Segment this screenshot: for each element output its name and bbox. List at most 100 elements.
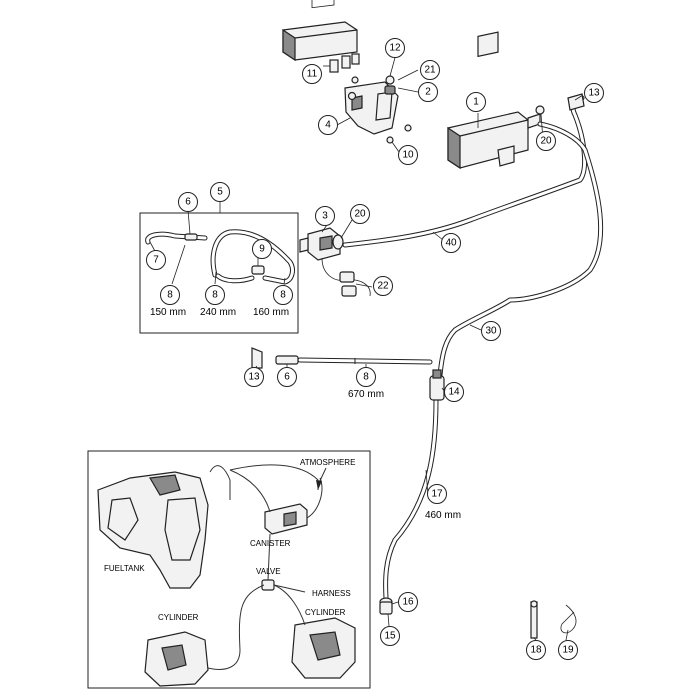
callout-21: 21 [420,60,440,80]
callout-number: 22 [377,281,389,292]
callout-circle [441,233,461,253]
callout-circle [526,640,546,660]
label-canister: CANISTER [250,539,291,548]
callout-number: 20 [354,209,366,220]
callout-circle [252,239,272,259]
label-valve: VALVE [256,567,281,576]
callout-number: 14 [448,387,460,398]
callout-circle [584,83,604,103]
callout-circle [444,382,464,402]
callout-circle [210,182,230,202]
hose-lines [297,95,604,601]
callout-number: 13 [248,372,260,383]
callout-6a: 6 [178,192,198,212]
callout-circle [273,285,293,305]
schematic-labels: ATMOSPHERE CANISTER FUELTANK VALVE HARNE… [104,458,355,622]
callout-circle [466,92,486,112]
callout-16: 16 [398,592,418,612]
callout-circle [244,367,264,387]
dimension-160mm: 160 mm [253,307,289,318]
callout-number: 8 [212,290,218,301]
callout-18: 18 [526,640,546,660]
callout-14: 14 [444,382,464,402]
callout-number: 20 [540,136,552,147]
callout-circle [318,115,338,135]
callout-13a: 13 [584,83,604,103]
callout-circle [350,204,370,224]
callout-circle [178,192,198,212]
dimension-labels: 150 mm 240 mm 160 mm 670 mm 460 mm [150,307,461,521]
callout-number: 18 [530,645,542,656]
callout-19: 19 [558,640,578,660]
label-atmosphere: ATMOSPHERE [300,458,355,467]
canister-upper-assembly [282,0,412,144]
callout-number: 4 [325,120,331,131]
callout-4: 4 [318,115,338,135]
callout-8a: 8 [160,285,180,305]
label-cylinder-right: CYLINDER [305,608,346,617]
callout-number: 6 [185,197,191,208]
dimension-150mm: 150 mm [150,307,186,318]
callout-2: 2 [418,82,438,102]
callout-30: 30 [481,321,501,341]
callout-20a: 20 [350,204,370,224]
callout-number: 9 [259,244,265,255]
callout-circle [418,82,438,102]
callout-number: 8 [363,372,369,383]
callout-6b: 6 [277,367,297,387]
callout-circle [558,640,578,660]
callout-circle [385,38,405,58]
callout-13b: 13 [244,367,264,387]
callout-number: 7 [153,255,159,266]
callout-5: 5 [210,182,230,202]
callout-circle [380,626,400,646]
callout-17: 17 [427,484,447,504]
callout-22: 22 [373,276,393,296]
callout-number: 5 [217,187,223,198]
callout-15: 15 [380,626,400,646]
callout-8d: 8 [356,367,376,387]
callout-circle [398,592,418,612]
callout-circle [536,131,556,151]
callout-3: 3 [315,206,335,226]
purge-valve-assembly [299,227,371,297]
callout-40: 40 [441,233,461,253]
callout-circle [356,367,376,387]
callout-1: 1 [466,92,486,112]
callout-circle [205,285,225,305]
callout-number: 40 [445,238,457,249]
callout-11: 11 [302,64,322,84]
callout-8b: 8 [205,285,225,305]
callout-circle [481,321,501,341]
callout-number: 11 [307,69,318,80]
callout-circle [398,145,418,165]
callout-number: 19 [562,645,574,656]
callout-number: 17 [431,489,443,500]
callout-circle [427,484,447,504]
callout-number: 21 [424,65,436,76]
routing-schematic [87,450,371,689]
dimension-670mm: 670 mm [348,389,384,400]
callout-number: 8 [280,290,286,301]
callout-number: 12 [389,43,401,54]
callout-circle [302,64,322,84]
callout-number: 30 [485,326,497,337]
callout-circle [315,206,335,226]
dimension-460mm: 460 mm [425,510,461,521]
callout-12: 12 [385,38,405,58]
callout-number: 13 [588,88,600,99]
callout-10: 10 [398,145,418,165]
callout-number: 16 [402,597,414,608]
callout-9: 9 [252,239,272,259]
callout-circle [373,276,393,296]
canister-main [447,31,541,170]
callout-20b: 20 [536,131,556,151]
callout-circle [146,250,166,270]
callout-circle [420,60,440,80]
callout-circle [160,285,180,305]
label-cylinder-left: CYLINDER [158,613,199,622]
callout-8c: 8 [273,285,293,305]
callout-circle [277,367,297,387]
